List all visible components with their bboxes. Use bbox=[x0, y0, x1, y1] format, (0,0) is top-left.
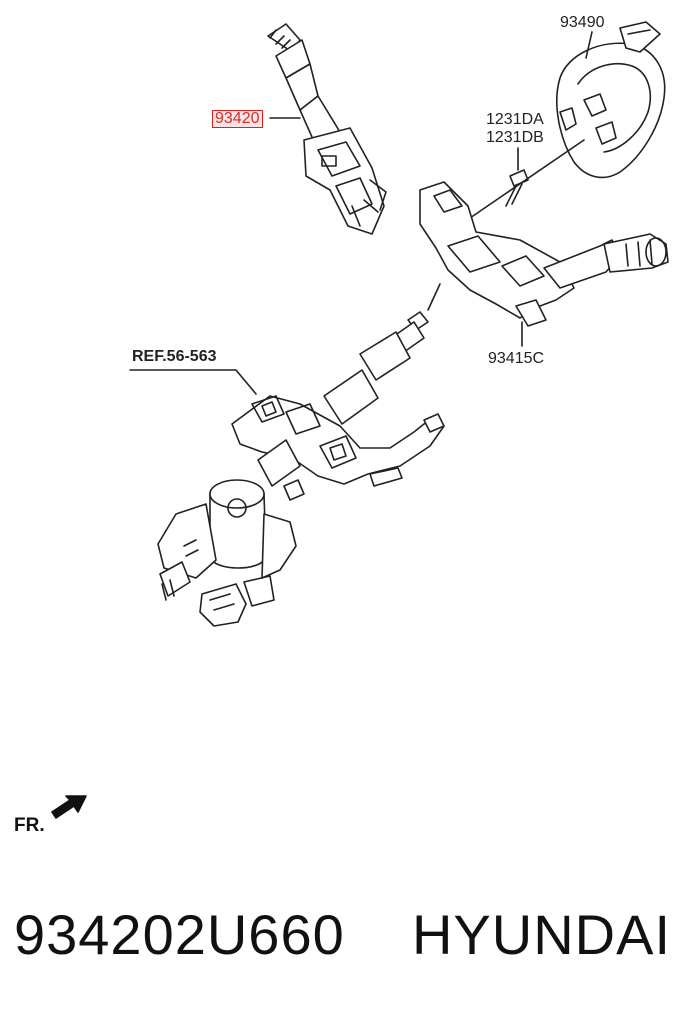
callout-93415c: 93415C bbox=[488, 350, 545, 367]
column-switch-body bbox=[419, 181, 669, 327]
callout-1231db: 1231DB bbox=[486, 129, 544, 146]
steering-column-diagram bbox=[51, 21, 669, 819]
leader-ref bbox=[129, 369, 257, 395]
front-arrow-icon bbox=[51, 795, 87, 819]
part-number: 934202U660 bbox=[14, 903, 345, 966]
mounting-bracket bbox=[231, 395, 445, 501]
brand-name: HYUNDAI bbox=[411, 903, 671, 966]
column-shaft bbox=[323, 283, 441, 425]
front-direction-label: FR. bbox=[14, 815, 45, 836]
callout-ref: REF.56-563 bbox=[132, 348, 217, 365]
bolt bbox=[505, 169, 529, 207]
eps-motor bbox=[157, 479, 297, 627]
leader-93490 bbox=[585, 31, 593, 59]
clock-spring bbox=[556, 21, 666, 179]
multifunction-switch bbox=[267, 23, 387, 235]
callout-93490: 93490 bbox=[560, 14, 605, 31]
callout-1231da: 1231DA bbox=[486, 111, 544, 128]
callout-93420: 93420 bbox=[212, 110, 263, 128]
